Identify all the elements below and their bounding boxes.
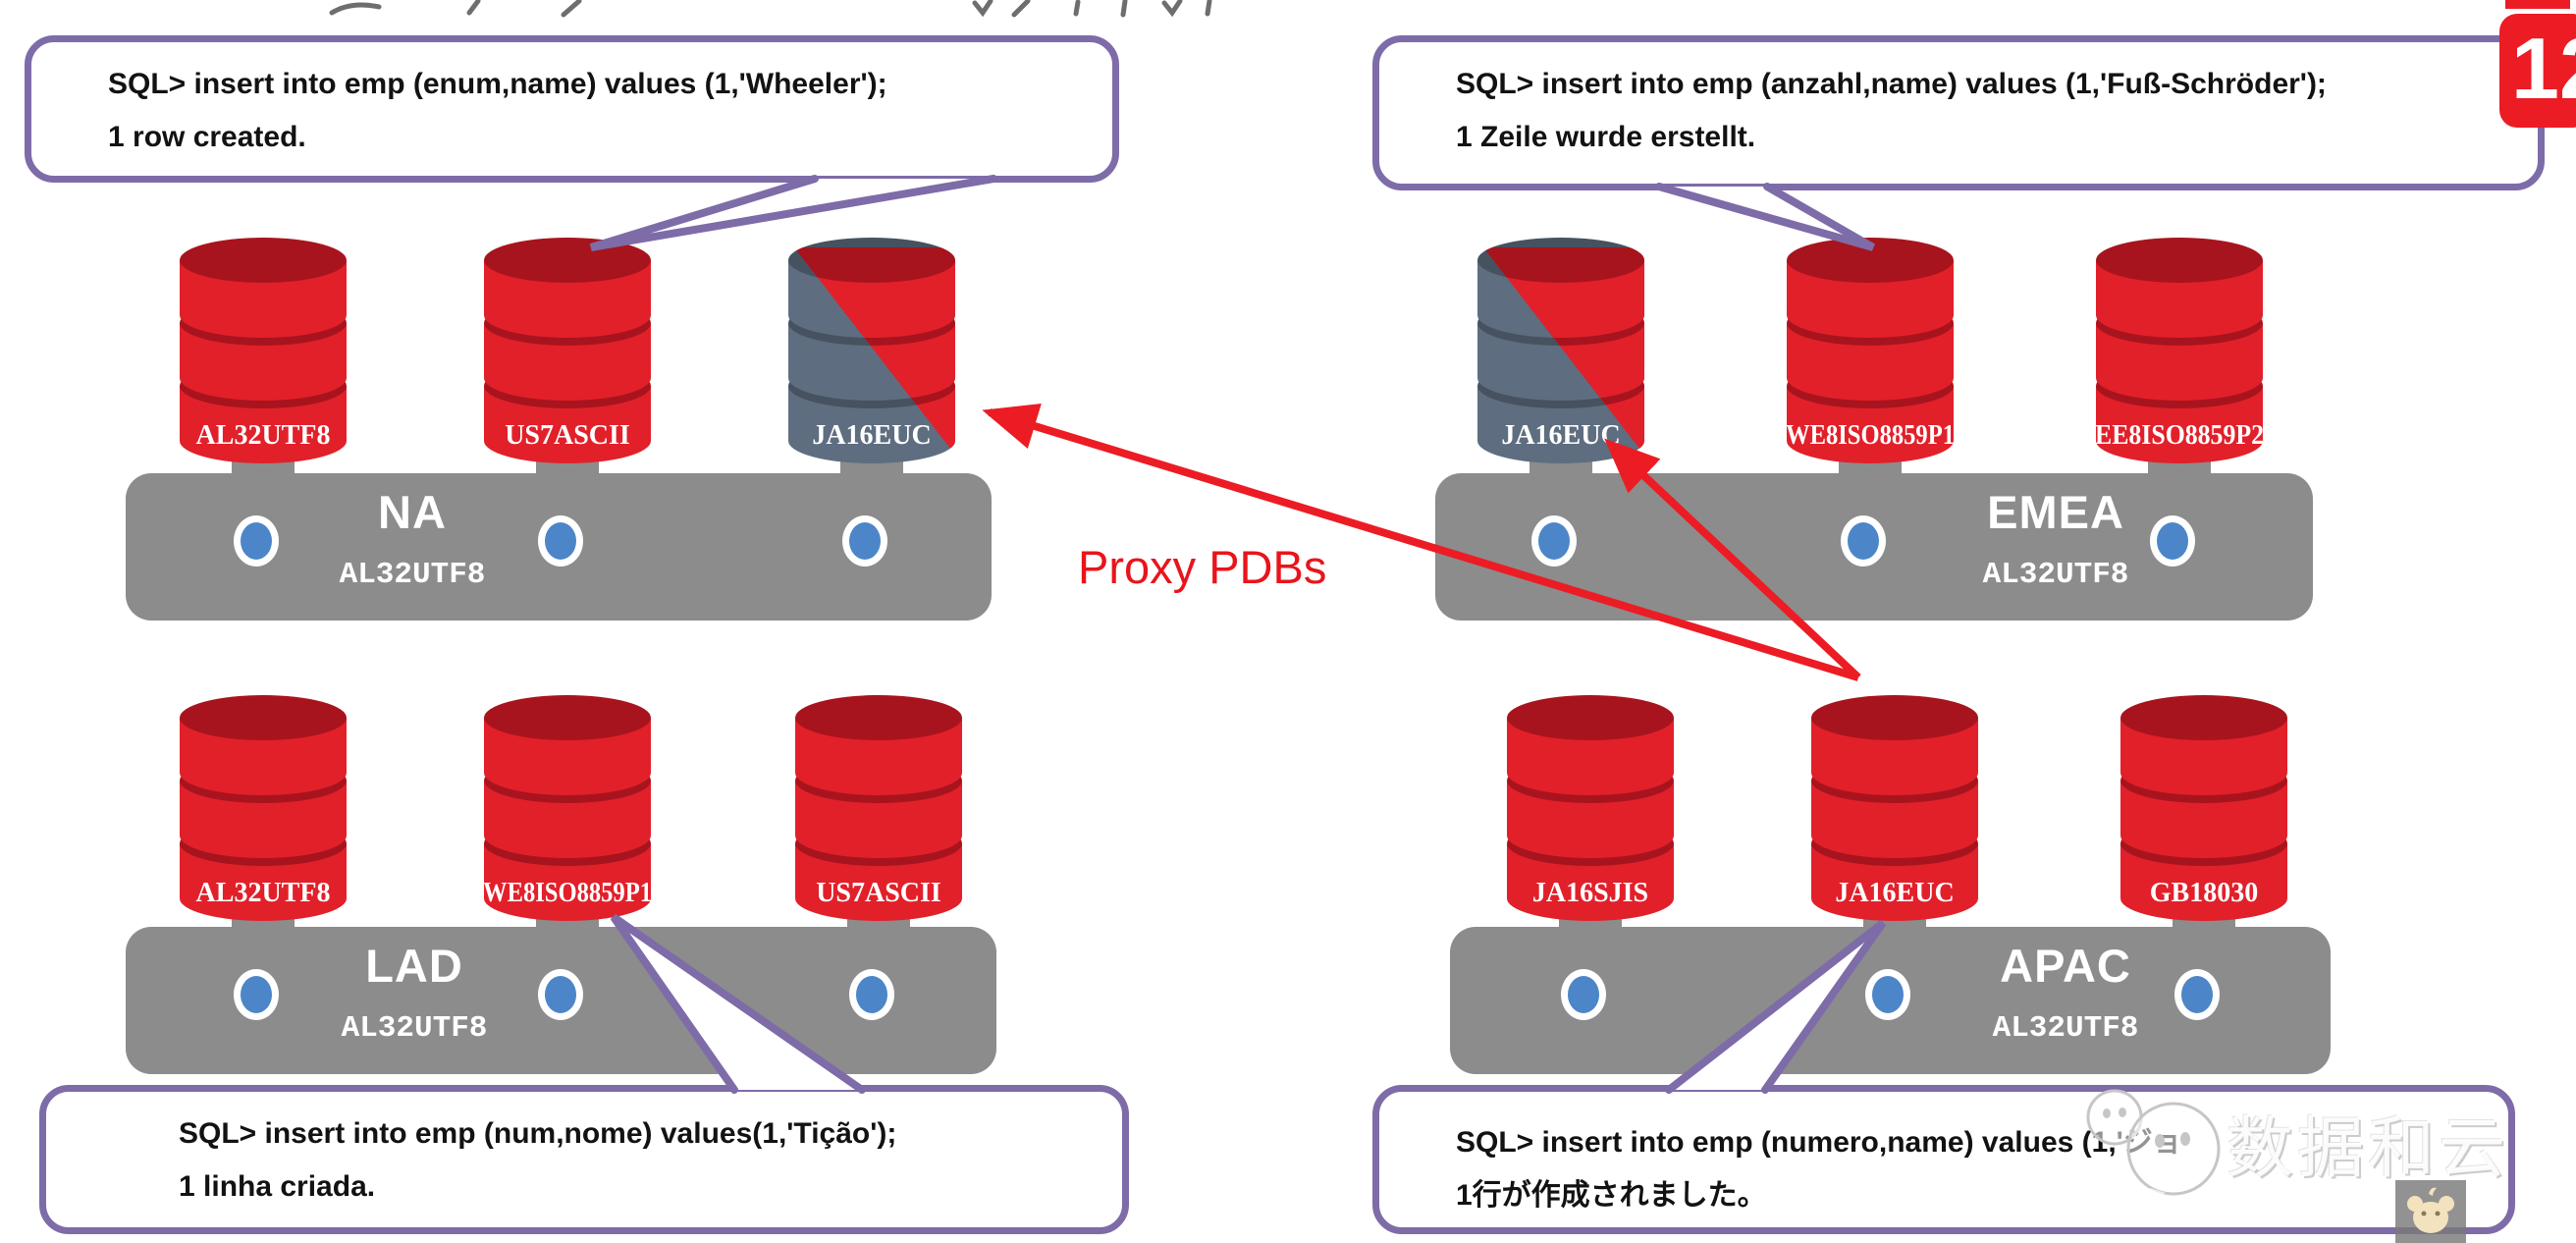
pdb-cylinder-na-us7ascii: US7ASCII [484,238,651,463]
sql-bubble-lad: SQL> insert into emp (num,nome) values(1… [39,1085,1129,1234]
charset-label: US7ASCII [505,420,630,451]
region-title: APAC [2000,940,2131,992]
sql-bubble-apac: SQL> insert into emp (numero,name) value… [1372,1085,2515,1234]
charset-label: GB18030 [2150,878,2258,908]
pdb-cylinder-emea-we8iso8859p1: WE8ISO8859P1 [1786,238,1955,463]
port-indicator [1561,969,1606,1020]
port-indicator [2174,969,2220,1020]
charset-label: EE8ISO8859P2 [2095,420,2264,451]
cdb-charset: AL32UTF8 [1992,1011,2139,1046]
watermark-text: 数据和云 [2227,1111,2510,1186]
cdb-charset: AL32UTF8 [1982,558,2129,592]
pdb-cylinder-na-al32utf8: AL32UTF8 [180,238,347,463]
port-indicator [1531,515,1577,567]
port-indicator [538,969,583,1020]
charset-label: AL32UTF8 [196,878,331,908]
region-title: NA [378,486,447,538]
cdb-charset: AL32UTF8 [341,1011,488,1046]
pdb-cylinder-emea-ja16euc-proxy: JA16EUC [1477,238,1644,463]
pdb-cylinder-lad-al32utf8: AL32UTF8 [180,695,347,921]
monkey-logo-icon [2407,1187,2454,1233]
sql-bubble-na: SQL> insert into emp (enum,name) values … [25,35,1119,183]
port-indicator [1865,969,1910,1020]
slide-number-badge: 12 [2499,14,2576,128]
sql-result: 1 row created. [108,121,306,153]
sql-statement: SQL> insert into emp (numero,name) value… [1456,1126,2182,1159]
sql-result: 1 linha criada. [179,1170,376,1203]
badge-fragment [2505,0,2570,9]
pdb-cylinder-apac-ja16sjis: JA16SJIS [1507,695,1674,921]
charset-label: JA16EUC [1835,878,1954,908]
region-title: EMEA [1987,486,2124,538]
pdb-cylinder-apac-gb18030: GB18030 [2120,695,2287,921]
charset-label: WE8ISO8859P1 [1786,420,1955,451]
port-indicator [849,969,894,1020]
sql-bubble-emea: SQL> insert into emp (anzahl,name) value… [1372,35,2545,190]
sql-result: 1行が作成されました。 [1456,1179,1767,1212]
port-indicator [234,969,279,1020]
pdb-cylinder-na-ja16euc-proxy: JA16EUC [788,238,955,463]
port-indicator [1841,515,1886,567]
proxy-pdbs-label: Proxy PDBs [1078,541,1327,593]
pdb-cylinder-lad-us7ascii: US7ASCII [795,695,962,921]
charset-label: US7ASCII [816,878,941,908]
pdb-cylinder-emea-ee8iso8859p2: EE8ISO8859P2 [2095,238,2264,463]
pen-stroke-fragments [329,0,1212,18]
pdb-cylinder-lad-we8iso8859p1: WE8ISO8859P1 [483,695,652,921]
charset-label: JA16EUC [812,420,931,451]
charset-label: AL32UTF8 [196,420,331,451]
region-title: LAD [365,940,463,992]
charset-label: JA16EUC [1501,420,1620,451]
sql-statement: SQL> insert into emp (anzahl,name) value… [1456,68,2327,100]
port-indicator [538,515,583,567]
port-indicator [2150,515,2195,567]
sql-statement: SQL> insert into emp (enum,name) values … [108,68,887,100]
wechat-logo-icon [2086,1089,2221,1206]
port-indicator [234,515,279,567]
port-indicator [842,515,887,567]
charset-label: WE8ISO8859P1 [483,878,652,908]
corner-logo [2395,1180,2466,1243]
sql-statement: SQL> insert into emp (num,nome) values(1… [179,1117,897,1150]
sql-result: 1 Zeile wurde erstellt. [1456,121,1756,153]
pdb-cylinder-apac-ja16euc: JA16EUC [1811,695,1978,921]
cdb-charset: AL32UTF8 [339,558,486,592]
charset-label: JA16SJIS [1532,878,1648,908]
